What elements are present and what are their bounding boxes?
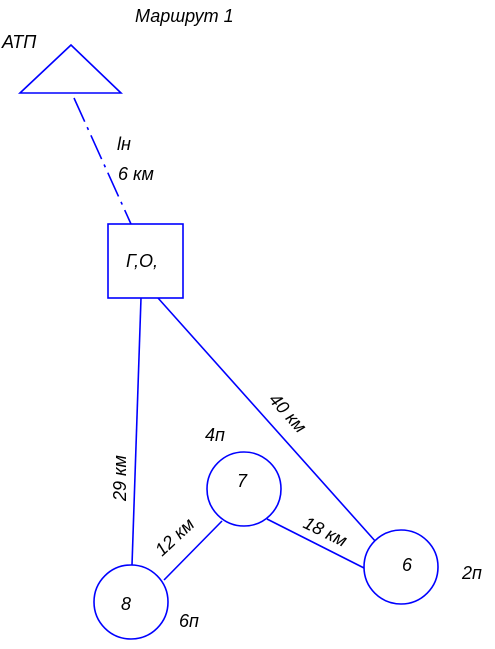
edge-8-7 [163, 520, 223, 581]
edge-hub-6-distance: 40 км [265, 389, 311, 436]
edge-7-6 [266, 518, 367, 570]
depot-triangle [17, 43, 123, 94]
node-6 [363, 529, 439, 605]
node-8 [93, 564, 169, 640]
hub-label: Г,О, [126, 251, 158, 271]
node-6-label: 6 [402, 555, 413, 575]
start-leg-line [73, 97, 132, 225]
hub-box [107, 223, 184, 299]
edge-hub-8-distance: 29 км [110, 455, 130, 502]
node-7-load: 4п [205, 425, 225, 445]
edge-hub-6 [157, 297, 377, 543]
edge-hub-8 [131, 297, 142, 566]
depot-label: АТП [1, 32, 37, 52]
start-leg-label: lн [117, 134, 131, 154]
node-8-load: 6п [179, 611, 199, 631]
node-6-load: 2п [461, 563, 482, 583]
start-leg-distance: 6 км [118, 164, 154, 184]
node-7-label: 7 [237, 471, 248, 491]
node-7 [206, 451, 282, 527]
edge-7-6-distance: 18 км [300, 513, 350, 551]
node-8-label: 8 [121, 594, 131, 614]
diagram-title: Маршрут 1 [135, 6, 234, 26]
